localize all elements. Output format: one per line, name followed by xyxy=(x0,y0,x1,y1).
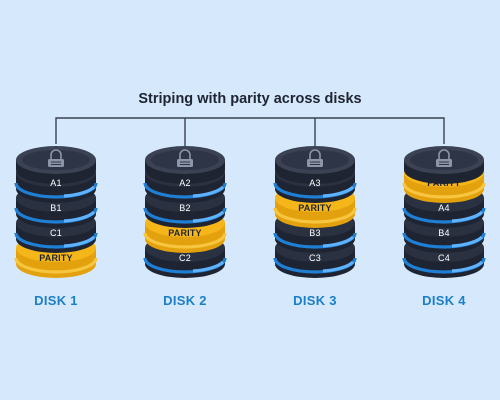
block-label: B4 xyxy=(438,228,450,238)
parity-label: PARITY xyxy=(298,203,332,213)
block-label: C2 xyxy=(179,253,191,263)
diagram-title: Striping with parity across disks xyxy=(138,91,362,107)
block-label: A3 xyxy=(309,178,321,188)
database-lock-icon xyxy=(275,146,355,184)
block-label: A4 xyxy=(438,203,450,213)
disk-stack-4 xyxy=(402,146,486,278)
disk-stacks xyxy=(14,146,486,278)
block-label: B3 xyxy=(309,228,321,238)
block-label: A2 xyxy=(179,178,191,188)
block-label: C4 xyxy=(438,253,450,263)
database-lock-icon xyxy=(16,146,96,184)
disk-stack-1 xyxy=(14,146,98,278)
block-label: B1 xyxy=(50,203,62,213)
disk-label: DISK 2 xyxy=(163,293,207,308)
parity-label: PARITY xyxy=(39,253,73,263)
block-label: C1 xyxy=(50,228,62,238)
parity-label: PARITY xyxy=(427,178,461,188)
block-label: A1 xyxy=(50,178,62,188)
block-label: C3 xyxy=(309,253,321,263)
disk-label: DISK 4 xyxy=(422,293,466,308)
connector-bus xyxy=(55,117,445,144)
disk-label: DISK 1 xyxy=(34,293,78,308)
block-label: B2 xyxy=(179,203,191,213)
database-lock-icon xyxy=(145,146,225,184)
parity-label: PARITY xyxy=(168,228,202,238)
disk-stack-3 xyxy=(273,146,357,278)
connector-lines xyxy=(55,117,445,146)
disk-label: DISK 3 xyxy=(293,293,337,308)
database-lock-icon xyxy=(404,146,484,184)
disk-stack-2 xyxy=(143,146,227,278)
